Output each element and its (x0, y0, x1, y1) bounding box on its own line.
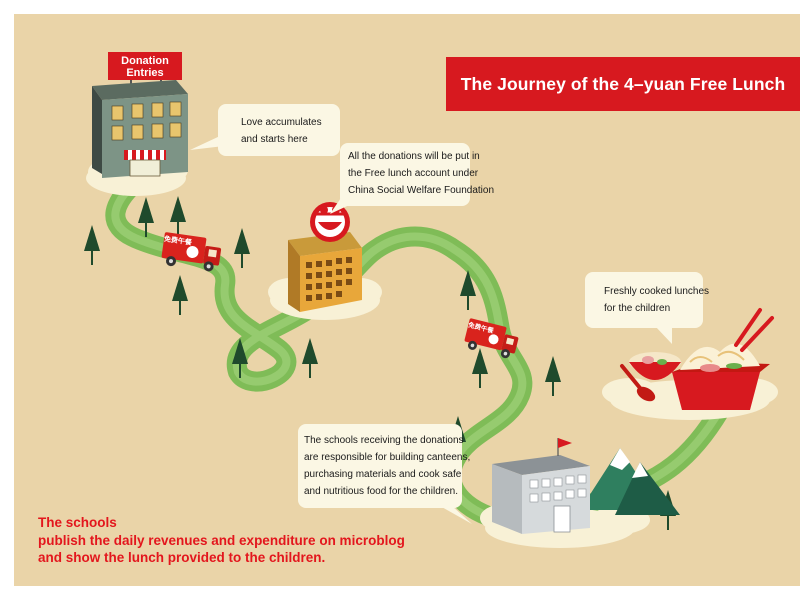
bubble-schools-line: and nutritious food for the children. (304, 486, 458, 497)
bubble-start-line: Love accumulates (241, 117, 322, 128)
bubble-schools (298, 424, 472, 524)
title-banner: The Journey of the 4–yuan Free Lunch (446, 57, 800, 111)
bubble-schools-line: The schools receiving the donations (304, 435, 464, 446)
bottom-note-line: The schools (38, 515, 117, 530)
bubble-lunch-line: Freshly cooked lunches (604, 286, 710, 297)
bubble-schools-line: purchasing materials and cook safe (304, 469, 462, 480)
flag-icon (558, 438, 572, 448)
bottom-note-line: publish the daily revenues and expenditu… (38, 532, 405, 548)
bubble-lunch (585, 272, 703, 344)
sign-line2: Entries (126, 67, 163, 79)
bubble-foundation-line: All the donations will be put in (348, 151, 480, 162)
bubble-foundation-text: All the donations will be put in the Fre… (348, 148, 494, 199)
donation-building-icon: Donation Entries (92, 52, 188, 178)
bubble-start (190, 104, 340, 156)
sign-line1: Donation (121, 55, 169, 67)
truck-icon: 免费午餐 (464, 318, 519, 359)
noodle-bowl-icon (629, 343, 770, 410)
bubble-schools-text: The schools receiving the donations are … (304, 432, 470, 500)
truck-label: 免费午餐 (163, 234, 193, 247)
school-building-icon (492, 438, 590, 534)
bottom-note: The schools publish the daily revenues a… (38, 514, 438, 567)
foundation-building-icon (288, 202, 362, 312)
bubble-schools-line: are responsible for building canteens, (304, 452, 471, 463)
page-title: The Journey of the 4–yuan Free Lunch (460, 74, 786, 94)
bottom-note-line: and show the lunch provided to the child… (38, 550, 326, 565)
bubble-foundation-line: China Social Welfare Foundation (348, 185, 495, 196)
bubble-start-line: and starts here (241, 134, 308, 145)
truck-icon: 免费午餐 (161, 232, 222, 272)
bubble-lunch-text: Freshly cooked lunches for the children (604, 283, 709, 317)
bubble-foundation-line: the Free lunch account under (348, 168, 479, 179)
chopsticks-icon (734, 308, 774, 352)
bubble-foundation (330, 143, 470, 214)
bubble-start-text: Love accumulates and starts here (241, 114, 322, 148)
tree-icon (84, 196, 676, 530)
bubble-lunch-line: for the children (604, 303, 671, 314)
mountain-icon (580, 448, 680, 515)
spoon-icon (620, 364, 656, 402)
